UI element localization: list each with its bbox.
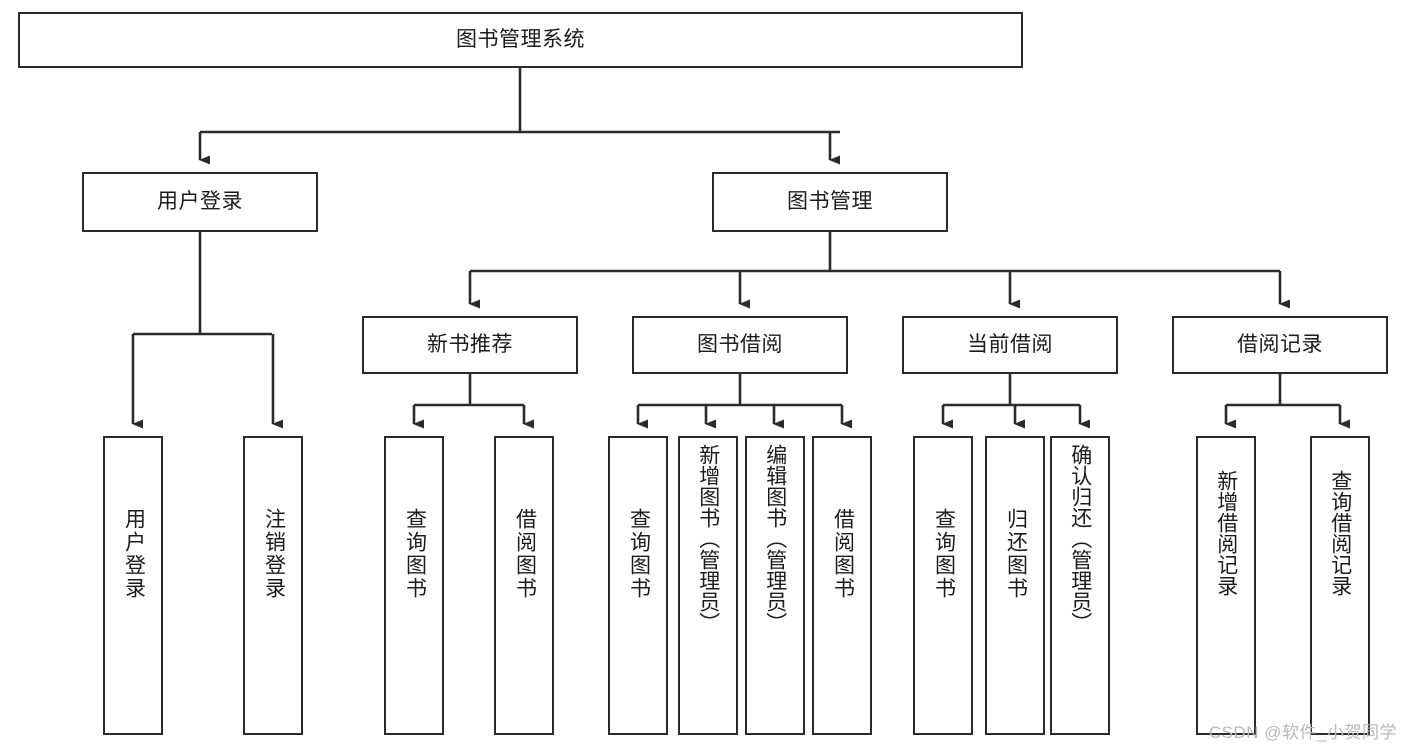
- node-leaf-edit-book-label: 编辑图书（管理员）: [763, 444, 787, 633]
- node-leaf-query-book-3-label: 查询图书: [932, 508, 956, 600]
- node-borrow-record-label: 借阅记录: [1237, 332, 1323, 356]
- node-leaf-borrow-book-2[interactable]: 借阅图书: [812, 436, 872, 735]
- node-leaf-user-login[interactable]: 用户登录: [103, 436, 163, 735]
- node-leaf-add-record-label: 新增借阅记录: [1214, 470, 1238, 596]
- node-leaf-query-book-2-label: 查询图书: [627, 508, 651, 600]
- node-leaf-user-login-label: 用户登录: [122, 508, 146, 600]
- node-leaf-confirm-return-label: 确认归还（管理员）: [1068, 444, 1092, 633]
- node-borrow-record[interactable]: 借阅记录: [1172, 316, 1388, 374]
- node-leaf-query-record-label: 查询借阅记录: [1328, 470, 1352, 596]
- node-book-borrow-label: 图书借阅: [697, 332, 783, 356]
- node-new-book-recommend[interactable]: 新书推荐: [362, 316, 578, 374]
- node-user-login[interactable]: 用户登录: [82, 172, 318, 232]
- node-leaf-add-book-label: 新增图书（管理员）: [696, 444, 720, 633]
- node-leaf-query-book-3[interactable]: 查询图书: [913, 436, 973, 735]
- node-leaf-confirm-return[interactable]: 确认归还（管理员）: [1050, 436, 1110, 735]
- node-leaf-logout-login[interactable]: 注销登录: [243, 436, 303, 735]
- node-leaf-return-book-label: 归还图书: [1004, 508, 1028, 600]
- node-leaf-return-book[interactable]: 归还图书: [985, 436, 1045, 735]
- node-leaf-query-book-1[interactable]: 查询图书: [384, 436, 444, 735]
- node-leaf-add-record[interactable]: 新增借阅记录: [1196, 436, 1256, 735]
- node-leaf-borrow-book-1-label: 借阅图书: [513, 508, 537, 600]
- node-leaf-borrow-book-1[interactable]: 借阅图书: [494, 436, 554, 735]
- node-leaf-query-book-1-label: 查询图书: [403, 508, 427, 600]
- node-leaf-logout-login-label: 注销登录: [262, 508, 286, 600]
- node-new-book-recommend-label: 新书推荐: [427, 332, 513, 356]
- node-leaf-borrow-book-2-label: 借阅图书: [831, 508, 855, 600]
- node-leaf-query-record[interactable]: 查询借阅记录: [1310, 436, 1370, 735]
- node-user-login-label: 用户登录: [157, 189, 243, 213]
- node-current-borrow[interactable]: 当前借阅: [902, 316, 1118, 374]
- node-root-system-label: 图书管理系统: [456, 27, 585, 51]
- node-leaf-add-book[interactable]: 新增图书（管理员）: [678, 436, 738, 735]
- node-book-borrow[interactable]: 图书借阅: [632, 316, 848, 374]
- node-current-borrow-label: 当前借阅: [967, 332, 1053, 356]
- node-book-manage-label: 图书管理: [787, 189, 873, 213]
- node-leaf-query-book-2[interactable]: 查询图书: [608, 436, 668, 735]
- node-root-system[interactable]: 图书管理系统: [18, 12, 1023, 68]
- node-leaf-edit-book[interactable]: 编辑图书（管理员）: [745, 436, 805, 735]
- node-book-manage[interactable]: 图书管理: [712, 172, 948, 232]
